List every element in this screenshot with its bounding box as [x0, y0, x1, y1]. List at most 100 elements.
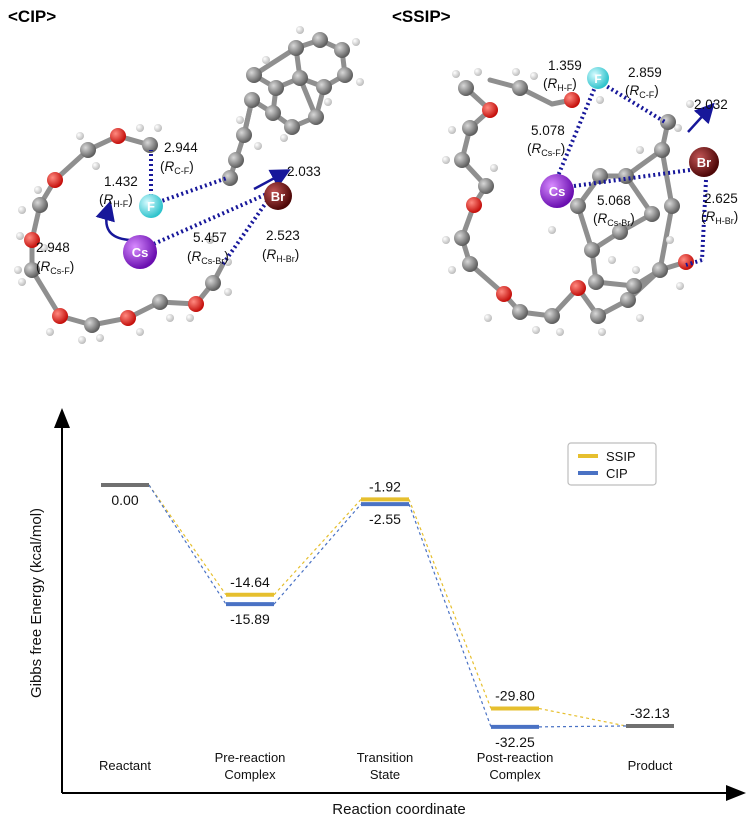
ssip-hydrogen-atoms [442, 68, 694, 336]
cip-rhf-symbol: (RH-F) [99, 192, 133, 209]
cip-oxygen-atom [52, 308, 68, 324]
cip-rcbr-value: 2.033 [287, 164, 321, 179]
cip-bromine-label: Br [271, 189, 285, 204]
ssip-carbon-atom [620, 292, 636, 308]
ssip-hydrogen-atom [596, 96, 604, 104]
cip-rcsf-value: 2.948 [36, 240, 70, 255]
cip-hydrogen-atom [206, 236, 214, 244]
ssip-carbon-atom [590, 308, 606, 324]
cip-rcsbr-value: 5.457 [193, 230, 227, 245]
cip-carbon-atom [312, 32, 328, 48]
cip-hydrogen-atom [18, 206, 26, 214]
ssip-hydrogen-atom [598, 328, 606, 336]
cip-carbon-atom [337, 67, 353, 83]
cip-carbon-atom [142, 137, 158, 153]
value-label-ssip-1: -14.64 [230, 574, 270, 590]
ssip-hydrogen-atom [608, 256, 616, 264]
cip-br-arrow [253, 169, 291, 191]
cip-hydrogen-atom [154, 124, 162, 132]
ssip-oxygen-atom [466, 197, 482, 213]
value-label-cip-1: -15.89 [230, 611, 270, 627]
ssip-cesium-label: Cs [549, 184, 566, 199]
value-label-cip-2: -2.55 [369, 511, 401, 527]
ssip-contact-lines [553, 79, 708, 267]
ssip-hydrogen-atom [636, 146, 644, 154]
ssip-oxygen-atoms [466, 92, 694, 302]
value-label-shared-0: 0.00 [111, 492, 138, 508]
ssip-rhf-value: 1.359 [548, 58, 582, 73]
ssip-carbon-atom [612, 224, 628, 240]
cip-oxygen-atom [120, 310, 136, 326]
cip-rcsbr-symbol: (RCs-Br) [187, 249, 229, 266]
cip-carbon-atom [84, 317, 100, 333]
ssip-carbon-atom [462, 120, 478, 136]
ssip-carbon-atom [654, 142, 670, 158]
ssip-hydrogen-atom [674, 124, 682, 132]
value-label-cip-3: -32.25 [495, 734, 535, 750]
ssip-hydrogen-atom [686, 100, 694, 108]
ssip-fluorine-label: F [594, 72, 601, 86]
cip-oxygen-atom [47, 172, 63, 188]
value-label-ssip-3: -29.80 [495, 688, 535, 704]
cip-hydrogen-atom [324, 98, 332, 106]
ssip-panel-title: <SSIP> [392, 7, 451, 26]
cip-bromine-atom [264, 182, 292, 210]
connector-ssip-1 [273, 498, 362, 596]
cip-bond [251, 45, 299, 78]
value-label-ssip-2: -1.92 [369, 478, 401, 494]
cip-carbon-atom [228, 152, 244, 168]
connector-cip-1 [273, 503, 362, 605]
ssip-bond [657, 203, 675, 273]
ssip-hydrogen-atom [676, 282, 684, 290]
category-label-4: Product [628, 758, 673, 773]
ssip-hydrogen-atom [484, 314, 492, 322]
ssip-hydrogen-atom [666, 236, 674, 244]
ssip-rcbr-value: 2.032 [694, 97, 728, 112]
ssip-carbon-atom [626, 278, 642, 294]
chart-value-labels: 0.00 -32.13 -14.64 -1.92 -29.80 -15.89 -2.55 -3… [111, 478, 670, 749]
cip-carbon-atom [288, 40, 304, 56]
ssip-hydrogen-atom [532, 326, 540, 334]
cip-molecule: F Cs Br 2.944 (RC-F) 1.432 (RH-F) 2.948 … [14, 26, 364, 344]
cip-hydrogen-atom [224, 288, 232, 296]
ssip-hydrogen-atom [530, 72, 538, 80]
cip-carbon-atom [152, 294, 168, 310]
ssip-rcsf-value: 5.078 [531, 123, 565, 138]
ssip-carbon-atom [584, 242, 600, 258]
chart-levels [101, 483, 674, 729]
cip-cesium-label: Cs [132, 245, 149, 260]
ssip-carbon-atom [570, 198, 586, 214]
cip-carbon-atom [24, 262, 40, 278]
connector-cip-0 [148, 484, 227, 605]
cip-hydrogen-atom [92, 162, 100, 170]
cip-fluorine-atom [139, 194, 163, 218]
cip-cs-arrow [95, 200, 131, 242]
legend-label-ssip: SSIP [606, 449, 636, 464]
ssip-hydrogen-atom [448, 266, 456, 274]
ssip-carbon-atom [664, 198, 680, 214]
ssip-oxygen-atom [482, 102, 498, 118]
ssip-hydrogen-atom [442, 236, 450, 244]
cip-carbon-atom [236, 127, 252, 143]
cip-hydrogen-atom [186, 314, 194, 322]
connector-cip-2 [408, 503, 492, 728]
cip-hydrogen-atom [166, 314, 174, 322]
ssip-hydrogen-atom [632, 266, 640, 274]
ssip-hydrogen-atom [442, 156, 450, 164]
cip-carbon-atom [284, 119, 300, 135]
ssip-bromine-label: Br [697, 155, 711, 170]
cip-fluorine-label: F [147, 199, 155, 214]
ssip-molecule: F Cs Br 1.359 (RH-F) 2.859 (RC-F) 5.078 … [442, 58, 738, 336]
ssip-hydrogen-atom [474, 68, 482, 76]
cip-oxygen-atoms [24, 128, 204, 326]
cip-hydrogen-atom [136, 124, 144, 132]
ssip-rcsf-symbol: (RCs-F) [527, 141, 565, 158]
ssip-carbon-atom [462, 256, 478, 272]
cip-carbon-atom [80, 142, 96, 158]
ssip-hydrogen-atom [548, 226, 556, 234]
cip-hydrogen-atom [34, 186, 42, 194]
value-label-shared-1: -32.13 [630, 705, 670, 721]
